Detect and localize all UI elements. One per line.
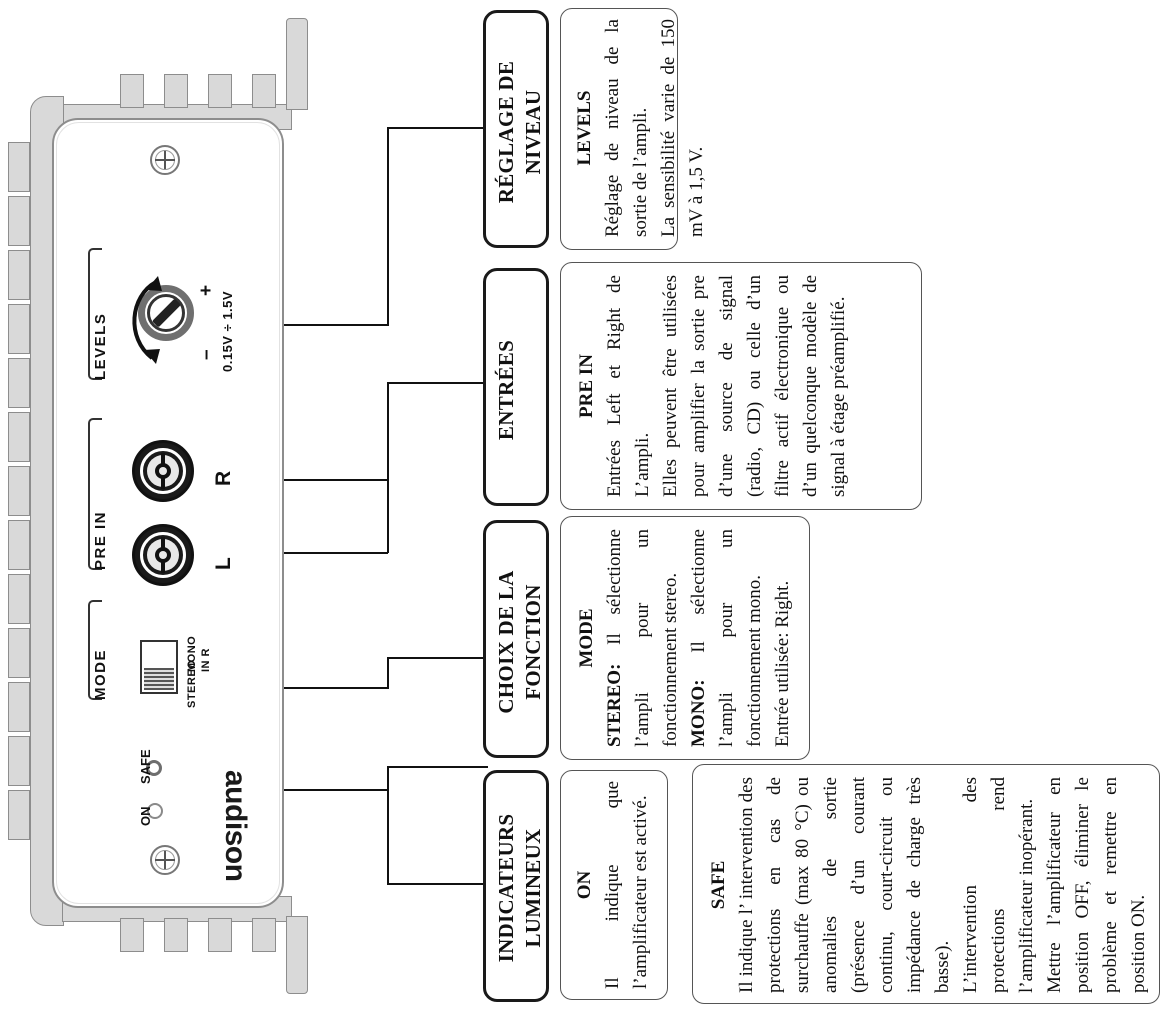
callout-detail-title: SAFE — [708, 860, 729, 910]
heatsink-fin — [8, 682, 30, 732]
callout-detail-title: MODE — [576, 608, 597, 668]
callout-detail-body: SAFE Il indique l’ intervention des prot… — [705, 777, 1149, 993]
screw-icon — [150, 845, 180, 875]
callout-detail-body: ON Il indique que l’amplificateur est ac… — [571, 781, 655, 989]
callout-detail-title: PRE IN — [576, 354, 597, 418]
led-on — [147, 803, 163, 819]
callout-detail-pre-in: PRE IN Entrées Left et Right de L’ampli.… — [560, 262, 922, 510]
callout-category-choix-de-la-fonction: CHOIX DE LA FONCTION — [483, 520, 549, 758]
heatsink-fin — [252, 918, 276, 952]
callout-detail-on: ON Il indique que l’amplificateur est ac… — [560, 770, 668, 1000]
rotation-arrow-icon — [132, 276, 162, 364]
heatsink-fin — [8, 790, 30, 840]
callout-detail-safe: SAFE Il indique l’ intervention des prot… — [692, 764, 1160, 1004]
callout-detail-title: LEVELS — [574, 90, 595, 166]
mode-switch[interactable] — [140, 640, 178, 694]
heatsink-fin — [8, 628, 30, 678]
brand-logo: audison — [219, 770, 252, 882]
callout-detail-text: Réglage de niveau de la sortie de l’ampl… — [602, 19, 707, 237]
leader-lines — [270, 0, 490, 1009]
callout-detail-text: Entrées Left et Right de L’ampli. Elles … — [604, 275, 849, 497]
levels-minus-label: – — [196, 349, 217, 360]
callout-category-label: ENTRÉES — [494, 339, 518, 441]
callout-category-label: CHOIX DE LA FONCTION — [494, 570, 545, 714]
levels-plus-label: + — [196, 284, 217, 296]
switch-mono-input-label: IN R — [200, 648, 212, 672]
pre-in-label: PRE IN — [92, 510, 109, 570]
callout-detail-subtitle-mono: MONO: — [688, 679, 709, 747]
led-safe — [146, 760, 162, 776]
callout-detail-body: LEVELS Réglage de niveau de la sortie de… — [571, 19, 711, 237]
jack-left-label: L — [212, 557, 235, 570]
callout-detail-title: ON — [574, 870, 595, 900]
heatsink-fin — [8, 574, 30, 624]
heatsink-fin — [208, 918, 232, 952]
heatsink-fin — [8, 196, 30, 246]
heatsink-fin — [164, 918, 188, 952]
screw-icon — [150, 145, 180, 175]
rca-jack-left[interactable] — [132, 524, 194, 586]
levels-bracket — [88, 248, 102, 380]
callout-detail-levels: LEVELS Réglage de niveau de la sortie de… — [560, 8, 707, 250]
callout-detail-text: Il indique l’ intervention des protectio… — [736, 777, 1149, 993]
led-on-label: ON — [138, 806, 153, 827]
callout-detail-body: PRE IN Entrées Left et Right de L’ampli.… — [573, 275, 909, 497]
heatsink-fin — [252, 74, 276, 108]
callout-detail-mode: MODE STEREO: Il sélectionne l’ampli pour… — [560, 516, 810, 760]
heatsink-fin — [120, 74, 144, 108]
levels-label: LEVELS — [92, 312, 109, 380]
jack-right-label: R — [212, 470, 235, 486]
levels-knob[interactable] — [138, 285, 194, 341]
heatsink-fin — [8, 412, 30, 462]
mode-label: MODE — [92, 649, 109, 700]
callout-category-indicateurs-lumineux: INDICATEURS LUMINEUX — [483, 770, 549, 1002]
heatsink-fin — [8, 250, 30, 300]
pre-in-bracket — [88, 418, 102, 570]
heatsink-fin — [8, 520, 30, 570]
heatsink-fin — [8, 466, 30, 516]
callout-category-label: INDICATEURS LUMINEUX — [494, 813, 545, 963]
rca-jack-right[interactable] — [132, 440, 194, 502]
mode-bracket — [88, 600, 102, 700]
amplifier-illustration: LEVELS + – 0.15V ÷ 1.5V PRE IN R L M — [0, 0, 330, 1009]
levels-range-label: 0.15V ÷ 1.5V — [220, 290, 235, 372]
switch-mono-label: MONO — [186, 635, 198, 672]
heatsink-fin — [164, 74, 188, 108]
heatsink-fin — [8, 736, 30, 786]
heatsink-fin — [8, 142, 30, 192]
callout-detail-body: MODE STEREO: Il sélectionne l’ampli pour… — [573, 529, 803, 747]
callout-detail-subtitle-stereo: STEREO: — [604, 663, 625, 747]
heatsink-hook-bottom — [286, 916, 308, 994]
heatsink-fin — [120, 918, 144, 952]
heatsink-fin — [8, 358, 30, 408]
heatsink-fin — [8, 304, 30, 354]
callout-detail-text: Il indique que l’amplificateur est activ… — [602, 776, 651, 989]
led-safe-label: SAFE — [138, 749, 153, 784]
heatsink-fin — [208, 74, 232, 108]
heatsink-hook-top — [286, 18, 308, 110]
callout-category-label: RÉGLAGE DE NIVEAU — [494, 60, 545, 204]
callout-category-entrees: ENTRÉES — [483, 268, 549, 506]
callout-category-reglage-de-niveau: RÉGLAGE DE NIVEAU — [483, 10, 549, 248]
